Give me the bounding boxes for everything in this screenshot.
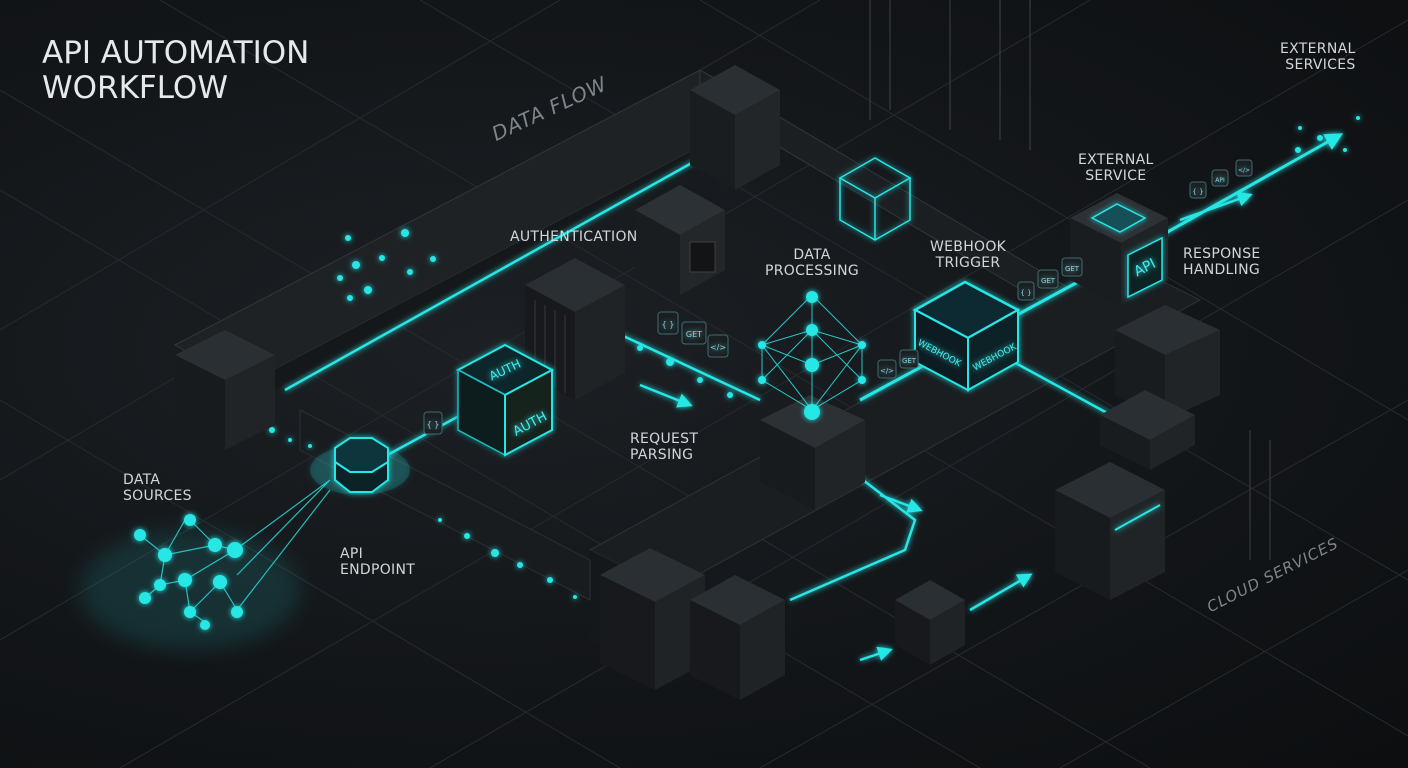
label-authentication: AUTHENTICATION — [510, 229, 638, 245]
webhook-trigger-line-1: WEBHOOK — [930, 239, 1007, 255]
api-endpoint-node — [310, 437, 410, 495]
block-processing — [760, 395, 865, 510]
label-webhook-trigger: WEBHOOK TRIGGER — [930, 239, 1006, 271]
data-processing-line-1: DATA — [793, 247, 831, 263]
label-data-processing: DATA PROCESSING — [765, 247, 859, 279]
data-sources-line-2: SOURCES — [123, 488, 192, 504]
label-data-sources: DATA SOURCES — [123, 472, 192, 504]
block-bottom-2 — [690, 575, 785, 700]
api-endpoint-line-1: API — [340, 546, 364, 562]
response-handling-line-1: RESPONSE — [1183, 246, 1261, 262]
processing-network — [758, 291, 866, 420]
block-auth-top — [635, 185, 725, 295]
block-right-2 — [1100, 390, 1195, 470]
block-bottom-3 — [895, 580, 965, 665]
chip-api: API — [1215, 177, 1225, 184]
block-cloud — [1055, 462, 1165, 600]
label-external-services: EXTERNAL SERVICES — [1280, 41, 1356, 73]
external-service-line-1: EXTERNAL — [1078, 152, 1154, 168]
api-cube — [1070, 193, 1168, 305]
chip-get-2: GET — [902, 357, 917, 365]
dark-blocks — [175, 65, 1220, 700]
chip-tag-1: </> — [710, 343, 726, 352]
external-service-line-2: SERVICE — [1085, 168, 1147, 184]
chip-get-3: GET — [1041, 277, 1056, 285]
request-parsing-line-1: REQUEST — [630, 431, 699, 447]
request-parsing-line-2: PARSING — [630, 447, 694, 463]
label-request-parsing: REQUEST PARSING — [630, 431, 698, 463]
label-response-handling: RESPONSE HANDLING — [1183, 246, 1261, 278]
page-title: API AUTOMATION WORKFLOW — [42, 36, 309, 106]
response-handling-line-2: HANDLING — [1183, 262, 1261, 278]
title-line-2: WORKFLOW — [42, 70, 228, 106]
top-outline-cube — [838, 157, 912, 241]
webhook-trigger-line-2: TRIGGER — [935, 255, 1001, 271]
block-top-center — [690, 65, 780, 190]
block-left — [175, 330, 275, 450]
label-external-service: EXTERNAL SERVICE — [1078, 152, 1154, 184]
chip-tag-2: </> — [880, 367, 894, 375]
data-processing-line-2: PROCESSING — [765, 263, 860, 279]
particles — [269, 116, 1360, 599]
block-auth-server — [525, 258, 625, 400]
label-api-endpoint: API ENDPOINT — [340, 546, 415, 578]
data-sources-line-1: DATA — [123, 472, 161, 488]
webhook-cube — [912, 280, 1021, 392]
auth-cube — [455, 343, 555, 457]
external-services-line-2: SERVICES — [1285, 57, 1356, 73]
title-line-1: API AUTOMATION — [42, 35, 310, 71]
chip-get-4: GET — [1065, 265, 1080, 273]
block-bottom-1 — [600, 548, 705, 690]
chip-braces-2: { } — [662, 320, 675, 329]
chip-braces-4: { } — [1192, 188, 1203, 196]
chip-braces-1: { } — [427, 420, 440, 429]
chip-tag-3: </> — [1238, 167, 1250, 174]
chip-braces-3: { } — [1020, 289, 1031, 297]
chip-get-1: GET — [686, 330, 702, 339]
external-services-line-1: EXTERNAL — [1280, 41, 1356, 57]
chips — [423, 159, 1253, 435]
data-source-network — [80, 479, 331, 650]
rails — [173, 69, 1202, 680]
scaffold-lines — [869, 0, 1271, 560]
api-endpoint-line-2: ENDPOINT — [340, 562, 416, 578]
